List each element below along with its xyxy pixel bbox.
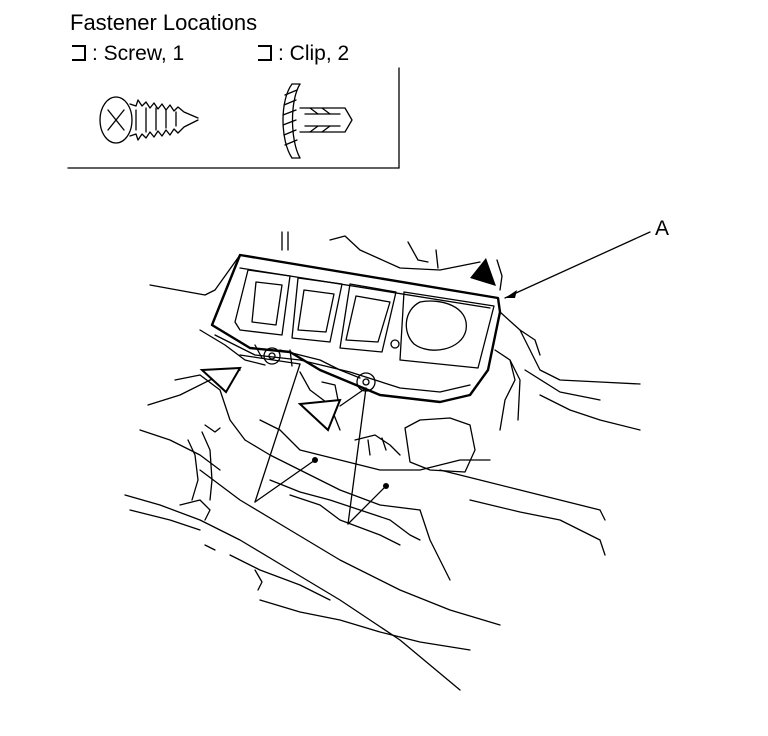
diagram-title: Fastener Locations <box>70 10 258 35</box>
leader-lines <box>239 231 651 525</box>
bolt-hole-right <box>383 483 389 489</box>
legend-clip-label: : Clip, 2 <box>278 42 350 65</box>
legend-box <box>67 67 400 169</box>
screw-marker-open-triangle-icon <box>199 366 242 394</box>
duct-cover-part-a <box>210 253 502 404</box>
surrounding-structure <box>124 231 641 691</box>
legend-screw-label: : Screw, 1 <box>92 42 185 65</box>
legend-clip: : Clip, 2 <box>258 42 349 66</box>
screw-marker-icon <box>72 45 86 61</box>
legend-screw: : Screw, 1 <box>72 42 184 66</box>
callout-a-arrowhead-icon <box>505 290 517 298</box>
clip-icon <box>282 83 353 159</box>
bolt-hole-left <box>312 457 318 463</box>
clip-marker-filled-triangle-icon <box>470 258 496 286</box>
clip-marker-open-triangle-icon <box>297 398 342 432</box>
screw-icon <box>99 96 199 144</box>
clip-marker-icon <box>258 45 272 61</box>
callout-label-a: A <box>655 217 670 240</box>
